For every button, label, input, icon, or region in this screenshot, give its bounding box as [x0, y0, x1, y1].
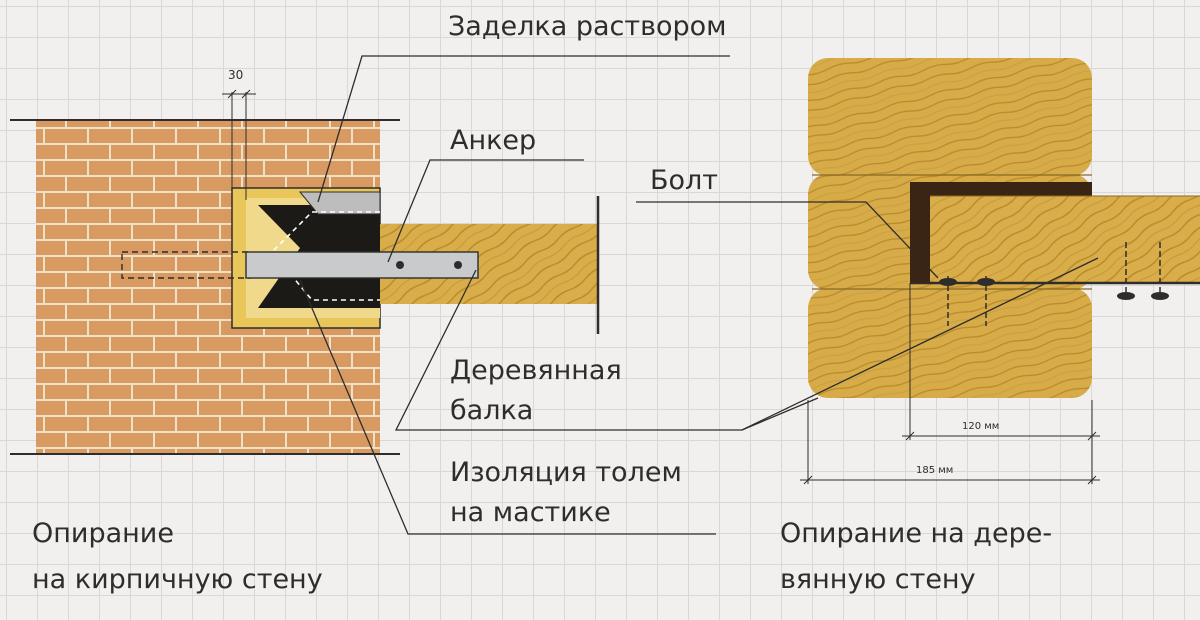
leader-anchor: [387, 159, 584, 263]
dimension-outer-depth: 185 мм: [916, 465, 954, 476]
anchor-bolt-1: [396, 261, 404, 269]
log-top: [808, 58, 1092, 176]
insulation-dash: [270, 211, 380, 301]
bolt-head-4: [1151, 292, 1169, 300]
label-beam-line1: Деревянная: [450, 355, 622, 386]
dim-120-tick-1: [905, 431, 915, 441]
anchor-plate: [245, 251, 479, 279]
dim-120-tick-2: [1087, 431, 1097, 441]
leader-insulation: [299, 279, 716, 535]
bolt-head-1: [939, 278, 957, 286]
caption-wood-line1: Опирание на дере-: [780, 518, 1053, 549]
dimension-inner-depth: 120 мм: [962, 421, 1000, 432]
dim-30-tick-1: [227, 89, 237, 99]
dim-185-tick-1: [803, 475, 813, 485]
label-mortar: Заделка раствором: [448, 11, 727, 42]
leader-bolt: [636, 201, 939, 279]
label-beam-line2: балка: [450, 395, 534, 426]
brick-wall-group: [10, 89, 600, 455]
dim-185-tick-2: [1087, 475, 1097, 485]
dimension-gap: 30: [228, 68, 244, 82]
caption-brick-line1: Опирание: [32, 518, 174, 549]
bolt-head-3: [1117, 292, 1135, 300]
leader-beam-right: [741, 257, 1099, 431]
label-anchor: Анкер: [450, 125, 537, 156]
caption-wood-line2: вянную стену: [780, 564, 976, 595]
timber-wall-group: [800, 58, 1200, 485]
log-bottom: [808, 288, 1092, 398]
label-insulation-line2: на мастике: [450, 497, 611, 528]
caption-brick-line2: на кирпичную стену: [32, 564, 323, 595]
bolt-head-2: [977, 278, 995, 286]
leader-mortar: [317, 55, 730, 203]
label-insulation-line1: Изоляция толем: [450, 457, 682, 488]
label-bolt: Болт: [650, 165, 719, 196]
beam-right: [930, 196, 1200, 282]
dim-30-tick-2: [241, 89, 251, 99]
anchor-bolt-2: [454, 261, 462, 269]
leader-lines: [299, 55, 1099, 535]
leader-beam: [394, 269, 819, 431]
